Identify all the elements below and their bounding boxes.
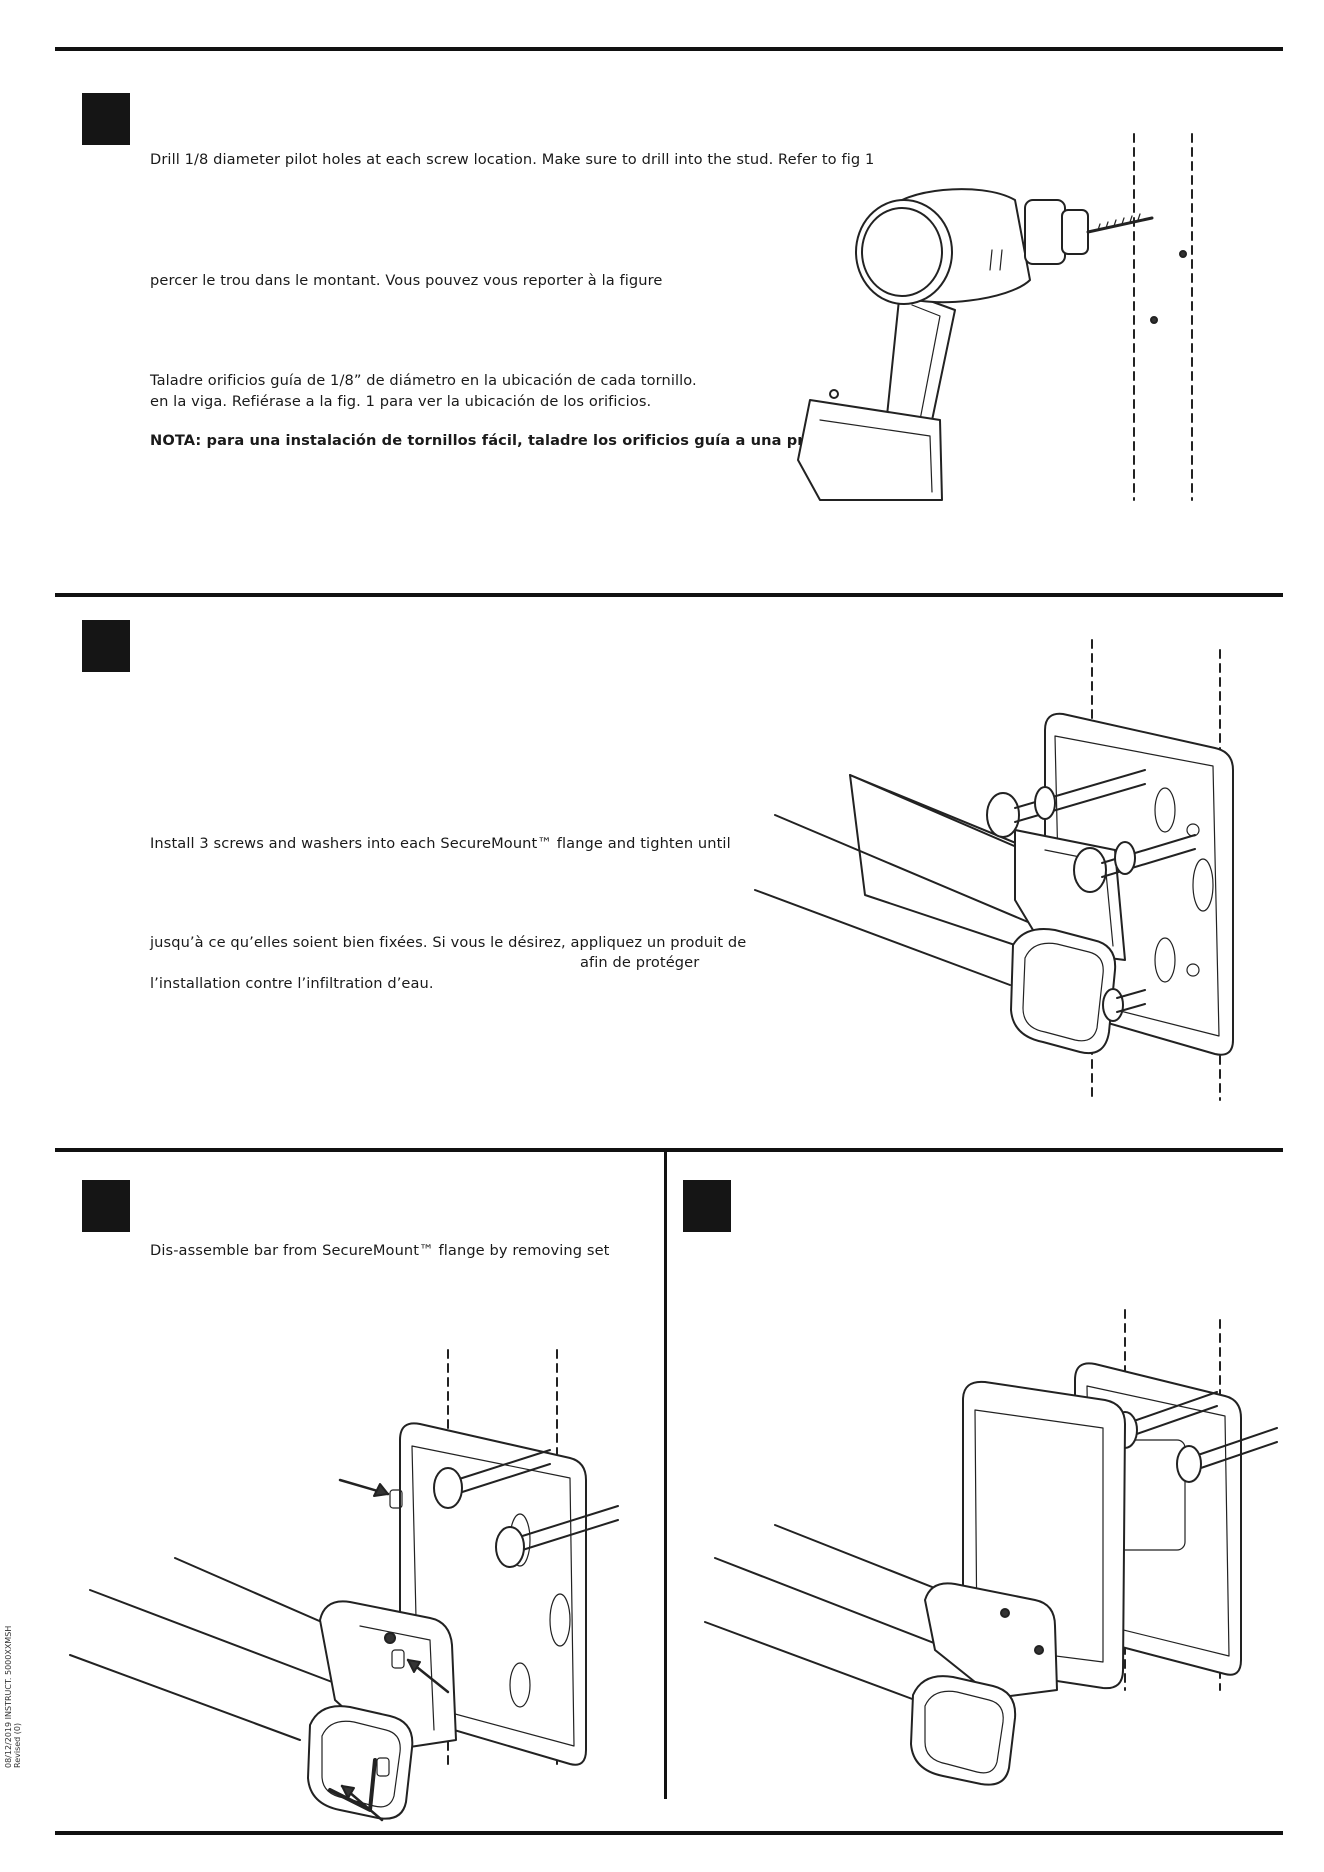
step-2-french-line-3: l’installation contre l’infiltration d’e… [150, 975, 434, 992]
step-1-french-text: percer le trou dans le montant. Vous pou… [150, 272, 663, 289]
step-3-marker [82, 1180, 130, 1232]
revision-line-1: 08/12/2019 INSTRUCT. 5000XXMSH [4, 1625, 13, 1768]
step-1-spanish-line-2: en la viga. Refiérase a la fig. 1 para v… [150, 393, 652, 410]
drill-illustration [797, 133, 1193, 501]
section-divider-2 [55, 1148, 1283, 1152]
step-4-marker [683, 1180, 731, 1232]
step-1-english-text: Drill 1/8 diameter pilot holes at each s… [150, 151, 875, 168]
step-2-english-text: Install 3 screws and washers into each S… [150, 835, 731, 852]
bar-reassembly-illustration [704, 1309, 1278, 1786]
step-3-english-text: Dis-assemble bar from SecureMount™ flang… [150, 1242, 610, 1259]
top-rule [55, 47, 1283, 51]
revision-sidebar: 08/12/2019 INSTRUCT. 5000XXMSH Revised (… [4, 1626, 22, 1768]
step-2-french-line-1: jusqu’à ce qu’elles soient bien fixées. … [150, 934, 747, 951]
bar-disassembly-illustration [69, 1349, 619, 1822]
step-2-marker [82, 620, 130, 672]
step-1-spanish-note: NOTA: para una instalación de tornillos … [150, 432, 889, 449]
column-divider [664, 1150, 667, 1799]
step-1-spanish-line-1: Taladre orificios guía de 1/8” de diámet… [150, 372, 697, 389]
step-2-french-line-2: afin de protéger [580, 954, 700, 971]
revision-line-2: Revised (0) [13, 1722, 22, 1768]
bottom-rule [55, 1831, 1283, 1835]
section-divider-1 [55, 593, 1283, 597]
bar-and-flange-installed-illustration [754, 639, 1234, 1101]
step-1-marker [82, 93, 130, 145]
